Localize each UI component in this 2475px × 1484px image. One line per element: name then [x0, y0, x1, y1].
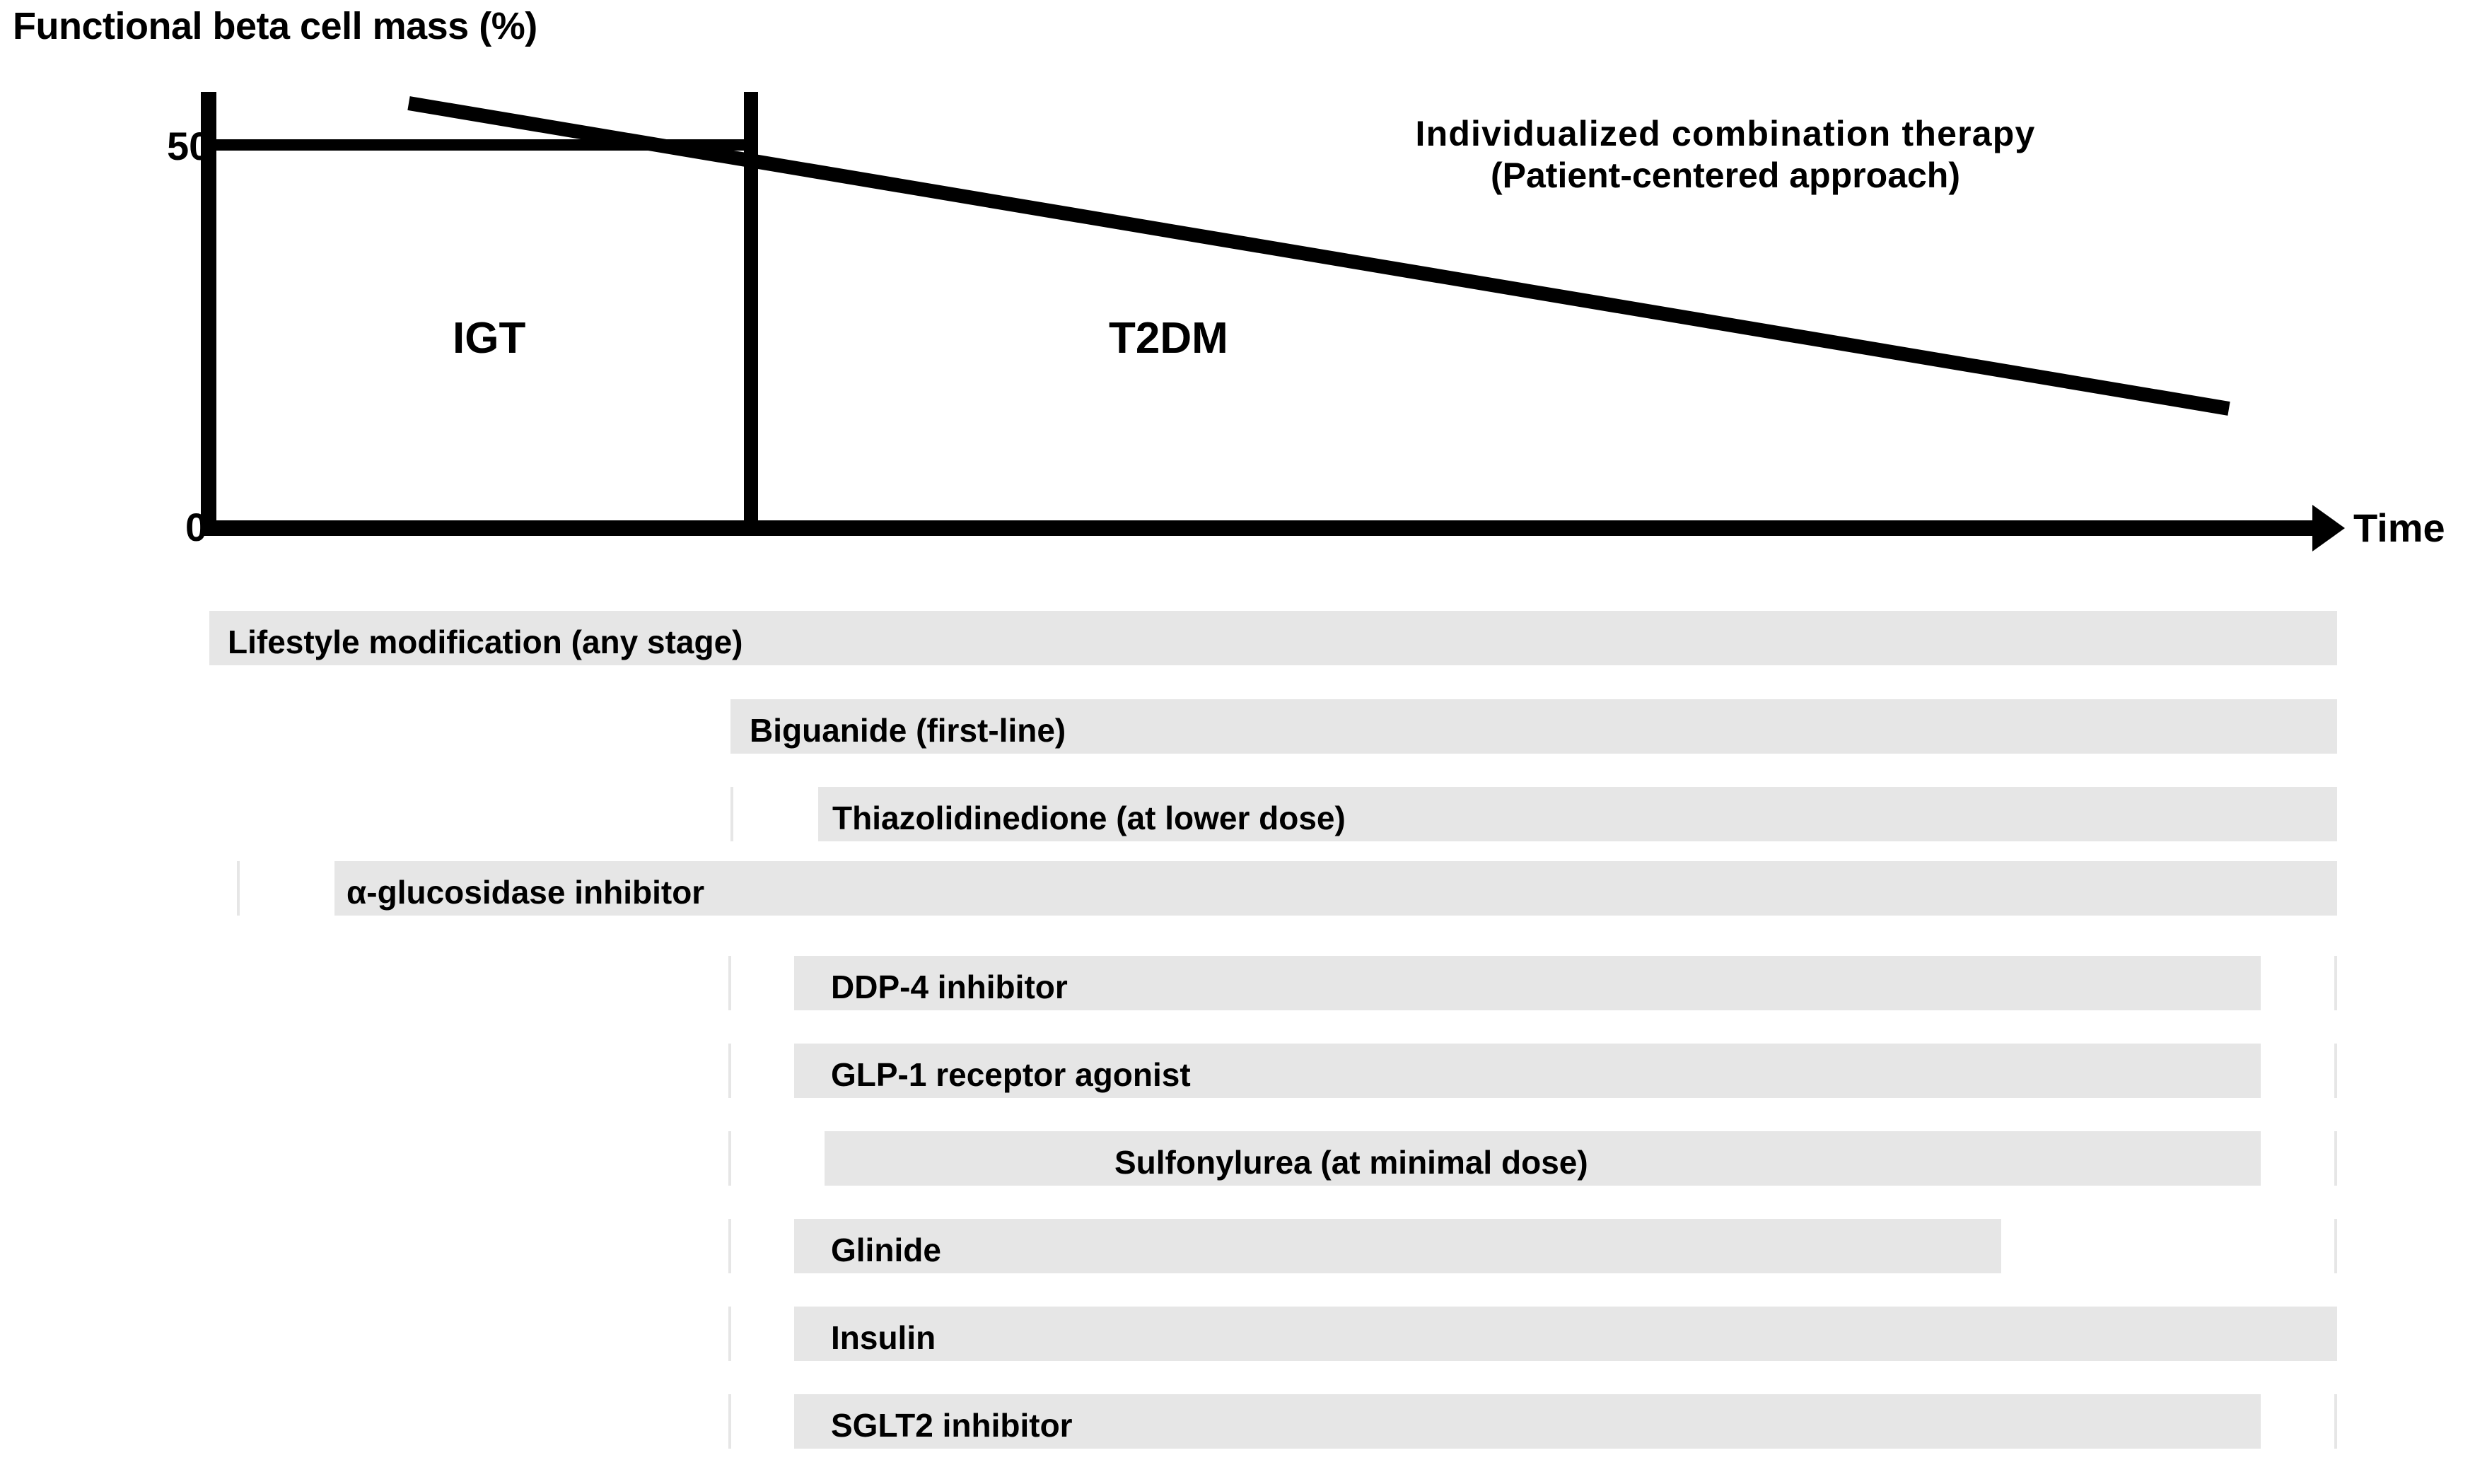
- y-tick-label-0: 0: [185, 505, 208, 549]
- treatment-bar-row[interactable]: [730, 787, 2337, 841]
- treatment-bar-row[interactable]: [728, 1044, 2337, 1098]
- treatment-bar-gap: [2261, 1131, 2334, 1186]
- therapy-annotation: Individualized combination therapy (Pati…: [1329, 113, 2121, 197]
- treatment-bar-row[interactable]: [237, 861, 2337, 916]
- treatment-bar-gap: [731, 1394, 794, 1449]
- treatment-bar-gap: [2261, 1044, 2334, 1098]
- treatment-bar-label: DDP-4 inhibitor: [831, 969, 1068, 1005]
- treatment-bar-label: Thiazolidinedione (at lower dose): [832, 800, 1346, 836]
- chart-axes-and-lines: [201, 92, 2345, 551]
- treatment-bar-gap: [733, 787, 818, 841]
- x-axis-arrowhead: [2312, 505, 2345, 551]
- treatment-bar-label: Insulin: [831, 1319, 936, 1356]
- treatment-bar-row[interactable]: [730, 699, 2337, 754]
- therapy-annotation-line-1: Individualized combination therapy: [1415, 114, 2036, 153]
- y-tick-label-50: 50: [167, 124, 211, 168]
- treatment-bar-row[interactable]: [728, 956, 2337, 1010]
- treatment-bar-label: SGLT2 inhibitor: [831, 1407, 1073, 1444]
- treatment-bar-gap: [2261, 1394, 2334, 1449]
- x-axis-title: Time: [2353, 506, 2445, 550]
- treatment-bar-row[interactable]: [209, 611, 2337, 665]
- treatment-bar-label: Glinide: [831, 1232, 941, 1268]
- treatment-bar-row[interactable]: [728, 1131, 2337, 1186]
- treatment-bar-gap: [731, 1219, 794, 1273]
- treatment-bar-label: Biguanide (first-line): [750, 712, 1066, 749]
- stage-label-t2dm: T2DM: [1109, 314, 1228, 363]
- treatment-bar-gap: [731, 1131, 825, 1186]
- igt-t2dm-divider: [744, 92, 758, 536]
- treatment-bar-row[interactable]: [728, 1307, 2337, 1361]
- beta-cell-mass-chart: Functional beta cell mass (%) 50 0 Time …: [0, 0, 2475, 587]
- treatment-bar-gap: [731, 956, 794, 1010]
- x-axis-line: [201, 520, 2329, 536]
- treatment-bar-label: GLP-1 receptor agonist: [831, 1056, 1191, 1093]
- treatment-bar-gap: [731, 1044, 794, 1098]
- treatment-bar-row[interactable]: [728, 1394, 2337, 1449]
- treatment-bar-gap: [240, 861, 334, 916]
- y-axis-title: Functional beta cell mass (%): [13, 5, 537, 47]
- therapy-annotation-line-2: (Patient-centered approach): [1490, 156, 1960, 195]
- treatment-bar-row[interactable]: [728, 1219, 2337, 1273]
- treatment-bar-label: Lifestyle modification (any stage): [228, 624, 743, 660]
- treatment-bar-gap: [731, 1307, 794, 1361]
- treatment-bar-label: Sulfonylurea (at minimal dose): [1114, 1144, 1588, 1181]
- y-axis-line: [201, 92, 216, 536]
- treatment-bar-gap: [2001, 1219, 2334, 1273]
- stage-label-igt: IGT: [453, 314, 526, 363]
- treatment-bar-gap: [2261, 956, 2334, 1010]
- beta-cell-decline-line: [407, 96, 2230, 416]
- treatment-bar-label: α-glucosidase inhibitor: [346, 874, 705, 911]
